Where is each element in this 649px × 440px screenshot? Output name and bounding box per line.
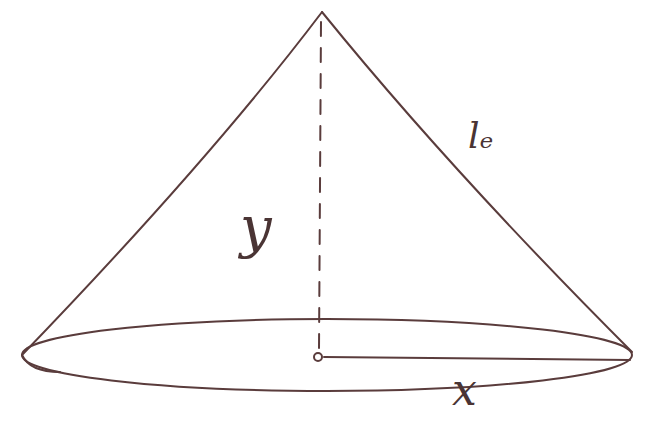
cone-right-side <box>322 12 632 352</box>
center-dot <box>314 353 322 361</box>
radius-label: x <box>452 368 477 412</box>
cone-left-side <box>22 12 322 355</box>
cone-base <box>22 319 632 391</box>
height-line <box>319 22 321 350</box>
base-stroke-end <box>22 355 60 372</box>
slant-height-label: lₑ <box>468 118 493 154</box>
radius-line <box>324 357 630 360</box>
height-label: y <box>240 200 272 256</box>
